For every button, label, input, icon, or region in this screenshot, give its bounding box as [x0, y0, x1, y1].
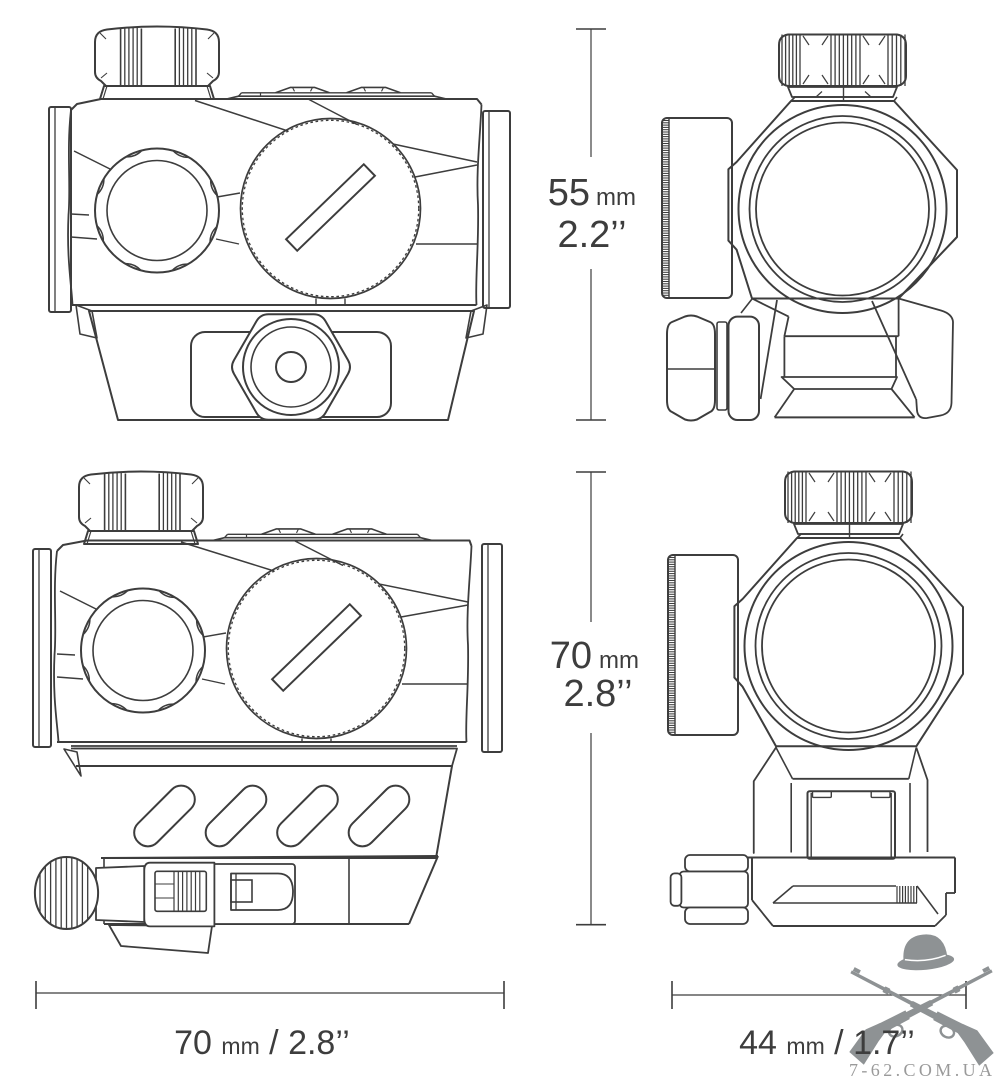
svg-text:mm: mm: [596, 184, 636, 211]
svg-text:7-62.COM.UA: 7-62.COM.UA: [849, 1060, 995, 1080]
svg-text:mm: mm: [599, 647, 639, 674]
svg-text:70 mm / 2.8’’: 70 mm / 2.8’’: [174, 1024, 350, 1062]
svg-text:70: 70: [550, 635, 592, 677]
svg-text:44 mm / 1.7’’: 44 mm / 1.7’’: [739, 1024, 915, 1062]
svg-text:55: 55: [548, 172, 590, 214]
svg-text:2.2’’: 2.2’’: [557, 214, 626, 256]
svg-text:2.8’’: 2.8’’: [563, 673, 632, 715]
